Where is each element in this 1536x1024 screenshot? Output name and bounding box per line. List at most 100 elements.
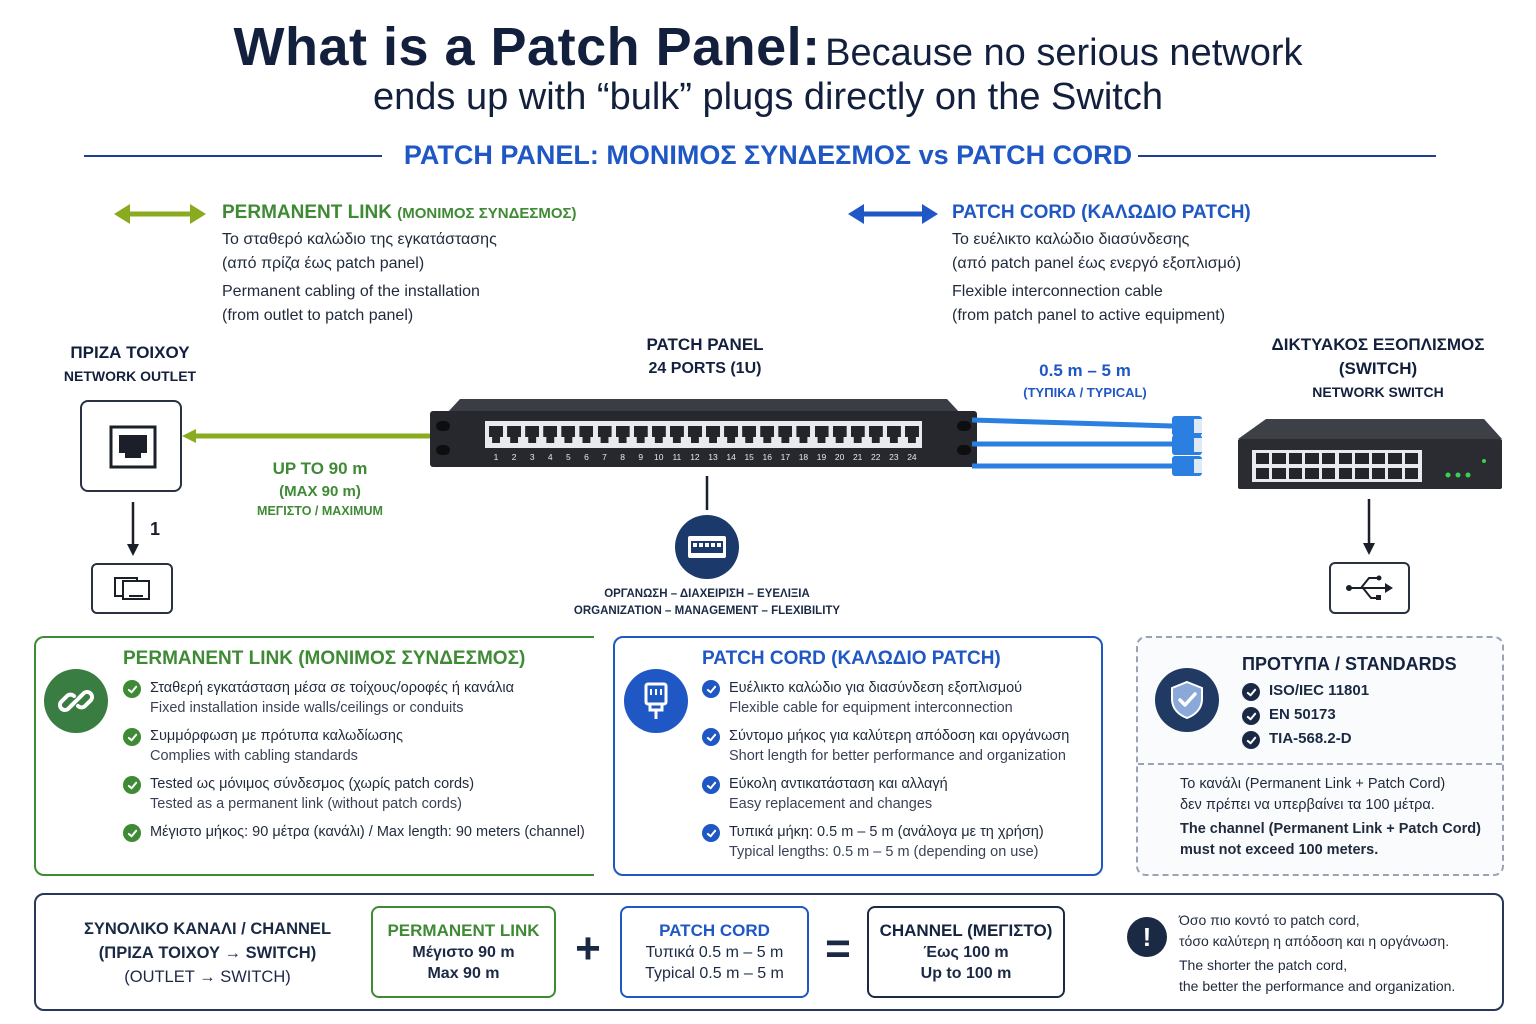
panel-port-number: 22 bbox=[871, 452, 881, 462]
perm-card-list: Σταθερή εγκατάσταση μέσα σε τοίχους/οροφ… bbox=[123, 678, 585, 842]
page-title: What is a Patch Panel: Because no seriou… bbox=[0, 16, 1536, 78]
panel-port-number: 1 bbox=[493, 452, 499, 462]
cord-distance-line2: (ΤΥΠΙΚΑ / TYPICAL) bbox=[1023, 385, 1147, 400]
panel-caption: ΟΡΓΑΝΩΣΗ – ΔΙΑΧΕΙΡΙΣΗ – ΕΥΕΛΙΞΙΑ ORGANIZ… bbox=[560, 586, 854, 620]
check-item-sub: Flexible cable for equipment interconnec… bbox=[729, 700, 1013, 716]
panel-port bbox=[525, 426, 540, 443]
perm-distance-line2: (MAX 90 m) bbox=[279, 483, 361, 500]
switch-port bbox=[1305, 453, 1319, 464]
channel-label: ΣΥΝΟΛΙΚΟ ΚΑΝΑΛΙ / CHANNEL (ΠΡΙΖΑ ΤΟΙΧΟΥ … bbox=[60, 917, 355, 989]
cord-distance-line1: 0.5 m – 5 m bbox=[1039, 361, 1131, 380]
channel-label-line3: (OUTLET → SWITCH) bbox=[124, 968, 291, 986]
check-item-main: Τυπικά μήκη: 0.5 m – 5 m (ανάλογα με τη … bbox=[729, 824, 1044, 840]
check-item-main: Συμμόρφωση με πρότυπα καλωδίωσης bbox=[150, 728, 403, 744]
check-item-sub: Fixed installation inside walls/ceilings… bbox=[150, 700, 464, 716]
panel-port bbox=[507, 426, 522, 443]
wall-plate-icon bbox=[114, 577, 150, 600]
panel-connector-line bbox=[705, 476, 709, 510]
panel-port bbox=[579, 426, 594, 443]
check-item: Σταθερή εγκατάσταση μέσα σε τοίχους/οροφ… bbox=[123, 678, 585, 718]
channel-perm-title: PERMANENT LINK bbox=[387, 921, 540, 940]
channel-strip bbox=[34, 893, 1504, 1011]
patch-cord-card bbox=[613, 636, 1103, 876]
panel-port bbox=[742, 426, 757, 443]
panel-port-number: 16 bbox=[762, 452, 773, 462]
tip-en1: The shorter the patch cord, bbox=[1179, 957, 1348, 973]
switch-label-gr2: (SWITCH) bbox=[1338, 359, 1418, 378]
outlet-down-arrow bbox=[127, 502, 139, 556]
panel-port bbox=[633, 426, 648, 443]
switch-port bbox=[1355, 468, 1369, 479]
check-item-sub: Easy replacement and changes bbox=[729, 796, 933, 812]
panel-port bbox=[778, 426, 793, 443]
panel-port bbox=[832, 426, 847, 443]
std-note-en2: must not exceed 100 meters. bbox=[1180, 842, 1379, 858]
panel-port-number: 19 bbox=[816, 452, 827, 462]
check-icon bbox=[702, 776, 720, 794]
patch-cord-2 bbox=[972, 435, 1202, 455]
wall-plate bbox=[91, 563, 173, 614]
patch-cord-title: PATCH CORD (ΚΑΛΩΔΙΟ PATCH) bbox=[952, 202, 1251, 223]
network-port-box bbox=[1329, 562, 1410, 614]
title-main: What is a Patch Panel: bbox=[233, 17, 821, 77]
tip-gr2: τόσο καλύτερη η απόδοση και η οργάνωση. bbox=[1179, 933, 1450, 949]
permanent-link-title-gr: (ΜΟΝΙΜΟΣ ΣΥΝΔΕΣΜΟΣ) bbox=[397, 205, 577, 222]
perm-desc-line3: Permanent cabling of the installation bbox=[222, 283, 480, 300]
perm-desc-line1: Το σταθερό καλώδιο της εγκατάστασης bbox=[222, 231, 497, 248]
double-arrow-green-icon bbox=[114, 204, 206, 224]
equals-sign: = bbox=[825, 924, 851, 973]
check-icon bbox=[123, 728, 141, 746]
network-switch bbox=[1236, 417, 1504, 491]
check-item-main: Σταθερή εγκατάσταση μέσα σε τοίχους/οροφ… bbox=[150, 680, 514, 696]
check-icon bbox=[1242, 683, 1260, 701]
switch-port bbox=[1371, 468, 1386, 479]
title-subtitle-line2: ends up with “bulk” plugs directly on th… bbox=[373, 76, 1163, 118]
panel-port-number: 18 bbox=[798, 452, 809, 462]
channel-perm-line3: Max 90 m bbox=[427, 965, 500, 982]
panel-port bbox=[850, 426, 865, 443]
switch-port bbox=[1404, 453, 1419, 464]
switch-port bbox=[1272, 468, 1286, 479]
panel-port bbox=[796, 426, 811, 443]
panel-port-number: 4 bbox=[547, 452, 553, 462]
switch-port bbox=[1338, 468, 1353, 479]
patch-panel-body bbox=[430, 399, 977, 467]
tip-en2: the better the performance and organizat… bbox=[1179, 978, 1456, 994]
panel-caption-gr: ΟΡΓΑΝΩΣΗ – ΔΙΑΧΕΙΡΙΣΗ – ΕΥΕΛΙΞΙΑ bbox=[604, 588, 810, 600]
channel-cord-line3: Typical 0.5 m – 5 m bbox=[645, 965, 784, 982]
panel-port-number: 21 bbox=[852, 452, 863, 462]
channel-permanent-box: PERMANENT LINK Μέγιστο 90 m Max 90 m bbox=[371, 906, 556, 998]
patch-cord-3 bbox=[972, 456, 1202, 476]
organization-icon bbox=[675, 515, 739, 579]
check-icon bbox=[123, 776, 141, 794]
perm-desc-line4: (from outlet to patch panel) bbox=[222, 307, 414, 324]
switch-port bbox=[1388, 453, 1402, 464]
shield-check-icon bbox=[1155, 668, 1219, 732]
patch-cord-1 bbox=[972, 416, 1202, 436]
check-item-main: Σύντομο μήκος για καλύτερη απόδοση και ο… bbox=[729, 728, 1070, 744]
switch-port bbox=[1355, 453, 1369, 464]
panel-port-number: 15 bbox=[744, 452, 754, 462]
switch-port bbox=[1305, 468, 1319, 479]
check-item-main: Ευέλικτο καλώδιο για διασύνδεση εξοπλισμ… bbox=[729, 680, 1023, 696]
check-item-sub: Tested as a permanent link (without patc… bbox=[150, 796, 462, 812]
check-item-main: EN 50173 bbox=[1269, 706, 1336, 723]
switch-port bbox=[1288, 453, 1303, 464]
patch-cord-description: PATCH CORD (ΚΑΛΩΔΙΟ PATCH) Το ευέλικτο κ… bbox=[952, 202, 1251, 328]
outlet-label-gr: ΠΡΙΖΑ ΤΟΙΧΟΥ bbox=[70, 343, 190, 362]
standards-divider bbox=[1138, 763, 1502, 765]
double-arrow-blue-icon bbox=[848, 204, 938, 224]
channel-cord-title: PATCH CORD bbox=[659, 921, 770, 940]
cord-desc-line3: Flexible interconnection cable bbox=[952, 283, 1163, 300]
check-item: EN 50173 bbox=[1242, 705, 1369, 725]
switch-label-en: NETWORK SWITCH bbox=[1312, 384, 1444, 400]
channel-cord-box: PATCH CORD Τυπικά 0.5 m – 5 m Typical 0.… bbox=[620, 906, 809, 998]
check-icon bbox=[702, 728, 720, 746]
check-item: Τυπικά μήκη: 0.5 m – 5 m (ανάλογα με τη … bbox=[702, 822, 1069, 862]
channel-total-title: CHANNEL (ΜΕΓΙΣΤΟ) bbox=[879, 921, 1053, 940]
cord-card-list: Ευέλικτο καλώδιο για διασύνδεση εξοπλισμ… bbox=[702, 678, 1069, 862]
check-icon bbox=[1242, 731, 1260, 749]
section-heading: PATCH PANEL: ΜΟΝΙΜΟΣ ΣΥΝΔΕΣΜΟΣ vs PATCH … bbox=[403, 140, 1133, 170]
